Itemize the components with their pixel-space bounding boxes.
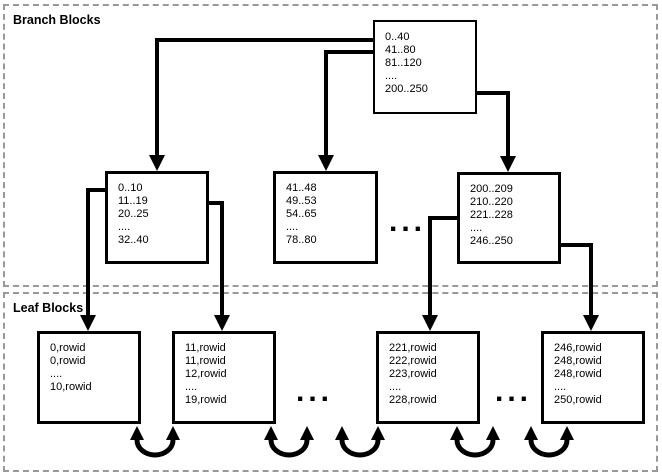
connector-root-leftbranch-h (155, 38, 373, 42)
connector-rightbranch-leaf4-v (589, 243, 593, 315)
leaf-link-arrow-3 (335, 426, 385, 458)
block-line: 0,rowid (50, 342, 86, 354)
leaf-link-arrow-2 (264, 426, 314, 458)
leaf-block-4: 246,rowid 248,rowid 248,rowid .... 250,r… (541, 331, 645, 424)
block-line: 222,rowid (389, 355, 437, 367)
block-line: 11..19 (118, 195, 148, 207)
connector-root-rightbranch-h (477, 91, 510, 95)
leaf-blocks-section: Leaf Blocks (3, 292, 658, 472)
block-line: 228,rowid (389, 394, 437, 406)
block-line: 221,rowid (389, 342, 437, 354)
block-line: .... (185, 381, 198, 393)
branch-block-middle: 41..48 49..53 54..65 .... 78..80 (273, 171, 378, 264)
leaf-block-2: 11,rowid 11,rowid 12,rowid .... 19,rowid (172, 331, 276, 424)
arrowhead-leaf1 (80, 315, 96, 331)
connector-leftbranch-leaf2-v (220, 201, 224, 315)
block-line: 81..120 (385, 57, 422, 69)
arrowhead-root-leftbranch (149, 155, 165, 171)
block-line: 0..40 (385, 31, 410, 43)
leaf-link-arrow-4 (450, 426, 500, 458)
block-line: 19,rowid (185, 394, 227, 406)
block-line: .... (554, 381, 567, 393)
block-line: 200..209 (470, 183, 513, 195)
arrowhead-leaf2 (214, 315, 230, 331)
leaf-block-1: 0,rowid 0,rowid .... 10,rowid (37, 331, 141, 424)
connector-root-midbranch-v (324, 50, 328, 155)
connector-rightbranch-leaf3-v (428, 216, 432, 315)
block-line: 248,rowid (554, 368, 602, 380)
block-line: 0..10 (118, 182, 143, 194)
arrowhead-root-rightbranch (500, 156, 516, 172)
connector-root-leftbranch-v (155, 38, 159, 155)
block-line: .... (50, 368, 63, 380)
block-line: 221..228 (470, 209, 513, 221)
connector-rightbranch-leaf4-h (560, 243, 593, 247)
leaf-row-ellipsis-2: ... (495, 375, 533, 408)
block-line: 0,rowid (50, 355, 86, 367)
connector-root-midbranch-h (324, 50, 373, 54)
block-line: .... (385, 70, 398, 82)
leaf-blocks-label: Leaf Blocks (13, 301, 84, 315)
block-line: 223,rowid (389, 368, 437, 380)
block-line: .... (470, 222, 483, 234)
branch-blocks-label: Branch Blocks (13, 13, 101, 27)
leaf-block-3: 221,rowid 222,rowid 223,rowid .... 228,r… (376, 331, 480, 424)
arrowhead-leaf3 (422, 315, 438, 331)
branch-block-left: 0..10 11..19 20..25 .... 32..40 (105, 171, 209, 264)
branch-block-right: 200..209 210..220 221..228 .... 246..250 (457, 172, 561, 264)
block-line: 54..65 (286, 208, 317, 220)
block-line: .... (118, 221, 131, 233)
block-line: .... (389, 381, 402, 393)
root-branch-block: 0..40 41..80 81..120 .... 200..250 (373, 20, 477, 114)
connector-rightbranch-leaf3-h (428, 216, 457, 220)
block-line: 32..40 (118, 234, 149, 246)
block-line: 41..80 (385, 44, 416, 56)
block-line: 12,rowid (185, 368, 227, 380)
block-line: 200..250 (385, 83, 428, 95)
leaf-row-ellipsis-1: ... (296, 375, 334, 408)
block-line: 246..250 (470, 235, 513, 247)
arrowhead-root-midbranch (318, 155, 334, 171)
block-line: 20..25 (118, 208, 149, 220)
block-line: 78..80 (286, 234, 317, 246)
connector-leftbranch-leaf1-v (86, 188, 90, 315)
connector-root-rightbranch-v (506, 91, 510, 156)
block-line: 246,rowid (554, 342, 602, 354)
block-line: 11,rowid (185, 342, 226, 354)
block-line: .... (286, 221, 299, 233)
block-line: 49..53 (286, 195, 317, 207)
block-line: 248,rowid (554, 355, 602, 367)
leaf-link-arrow-5 (524, 426, 574, 458)
branch-blocks-section: Branch Blocks (3, 4, 658, 287)
arrowhead-leaf4 (583, 315, 599, 331)
block-line: 250,rowid (554, 394, 602, 406)
block-line: 10,rowid (50, 381, 92, 393)
connector-leftbranch-leaf2-h (208, 201, 224, 205)
block-line: 11,rowid (185, 355, 226, 367)
block-line: 210..220 (470, 196, 513, 208)
branch-row-ellipsis: ... (389, 205, 427, 238)
block-line: 41..48 (286, 182, 317, 194)
leaf-link-arrow-1 (130, 426, 180, 458)
connector-leftbranch-leaf1-h (86, 188, 105, 192)
